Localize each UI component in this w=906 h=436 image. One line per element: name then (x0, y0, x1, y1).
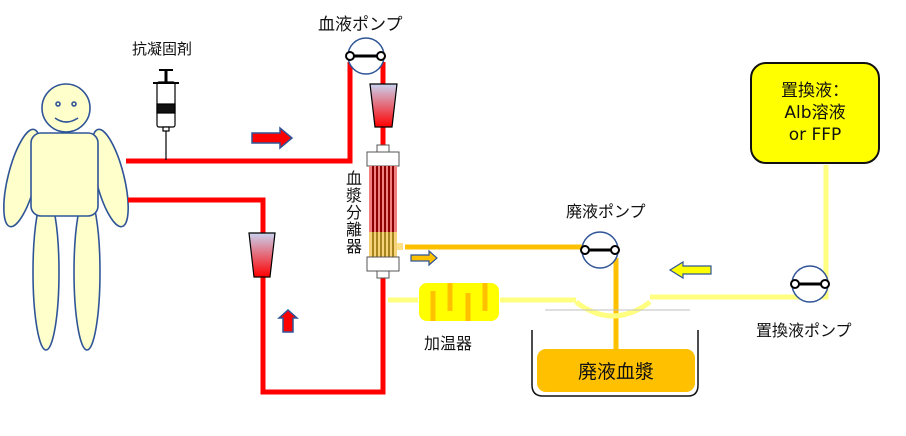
plasma-separator-icon (366, 144, 403, 279)
replacement-fluid-line2: Alb溶液 (784, 103, 846, 123)
patient-right-leg (73, 193, 101, 351)
blood-pump-icon (345, 37, 386, 75)
plasma-flow-arrow-icon (410, 249, 438, 267)
waste-plasma-label: 廃液血漿 (577, 361, 654, 383)
waste-pump-icon (580, 231, 620, 269)
flow-arrow-up-icon (277, 308, 299, 333)
replacement-fluid-box: 置換液： Alb溶液 or FFP (750, 62, 880, 164)
replacement-flow-arrow-icon (668, 260, 712, 280)
blood-pump-label: 血液ポンプ (318, 15, 403, 35)
drip-chamber-upper (369, 83, 398, 128)
replacement-fluid-line3: or FFP (788, 125, 842, 145)
anticoagulant-label: 抗凝固剤 (132, 40, 193, 58)
waste-plasma-box: 廃液血漿 (537, 349, 695, 392)
patient-left-leg (32, 193, 60, 351)
replacement-line (388, 165, 829, 319)
warmer-label: 加温器 (424, 334, 473, 353)
replacement-pump-label: 置換液ポンプ (756, 321, 852, 340)
drip-chamber-lower (248, 232, 276, 278)
plasma-separator-label: 血漿分離器 (343, 170, 362, 255)
waste-plasma-line (405, 244, 619, 349)
flow-arrow-right-icon (251, 126, 294, 150)
waste-container (531, 330, 699, 397)
replacement-fluid-line1: 置換液： (781, 81, 849, 101)
arterial-line (126, 62, 353, 164)
patient-head (41, 83, 91, 133)
replacement-pump-icon (790, 265, 830, 303)
syringe-icon (153, 69, 179, 160)
waste-pump-label: 廃液ポンプ (566, 202, 646, 221)
return-line (128, 197, 386, 395)
warmer-icon (419, 283, 499, 321)
patient-torso (30, 132, 99, 217)
patient-figure (3, 83, 129, 351)
